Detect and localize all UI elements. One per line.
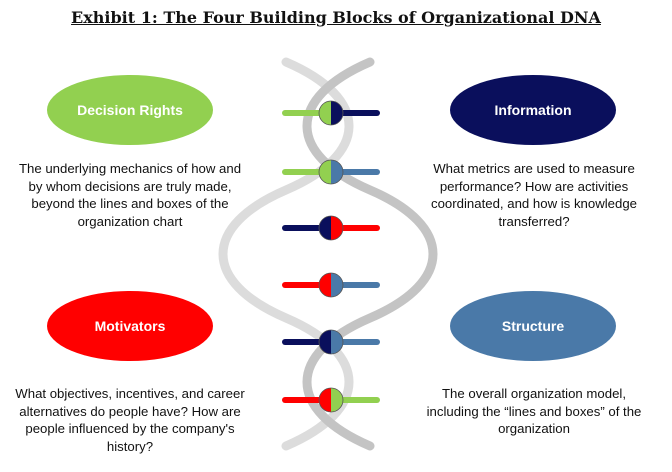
helix-rung (282, 215, 380, 241)
rung-node-left (319, 273, 331, 297)
rung-node-outline (318, 215, 344, 241)
motivators-ellipse: Motivators (47, 291, 213, 361)
helix-rung (282, 329, 380, 355)
rung-node-outline (318, 100, 344, 126)
rung-node-right (331, 388, 343, 412)
rung-node-right (331, 216, 343, 240)
helix-rung (282, 272, 380, 298)
rung-node-left (319, 330, 331, 354)
helix-rung (282, 387, 380, 413)
helix-strand-back (218, 57, 354, 451)
structure-ellipse: Structure (450, 291, 616, 361)
rung-node-outline (318, 387, 344, 413)
motivators-description: What objectives, incentives, and career … (15, 386, 245, 454)
information-ellipse: Information (450, 75, 616, 145)
rung-node-left (319, 101, 331, 125)
information-description: What metrics are used to measure perform… (430, 161, 637, 229)
decision-rights-description: The underlying mechanics of how and by w… (18, 161, 242, 229)
rung-node-outline (318, 159, 344, 185)
rung-node-left (319, 160, 331, 184)
decision-rights-ellipse: Decision Rights (47, 75, 213, 145)
rung-node-left (319, 388, 331, 412)
rung-node-right (331, 160, 343, 184)
rung-node-outline (318, 329, 344, 355)
rung-node-right (331, 101, 343, 125)
diagram-title: Exhibit 1: The Four Building Blocks of O… (71, 8, 601, 27)
rung-node-left (319, 216, 331, 240)
rung-node-outline (318, 272, 344, 298)
helix-rung (282, 159, 380, 185)
rung-node-right (331, 273, 343, 297)
helix-strand-front (302, 57, 438, 451)
rung-node-right (331, 330, 343, 354)
helix-rung (282, 100, 380, 126)
structure-description: The overall organization model, includin… (426, 386, 642, 436)
